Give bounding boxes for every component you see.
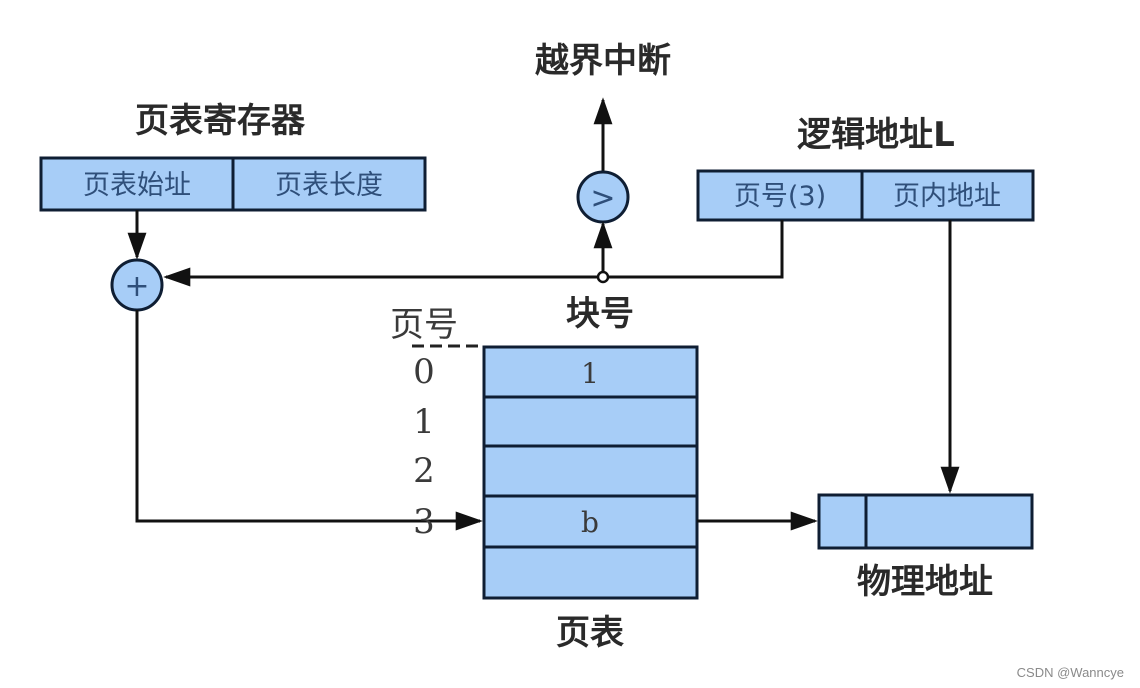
page-index-1: 1 [413, 402, 435, 442]
add-operator: + [110, 258, 164, 312]
block-number-label: 块号 [566, 294, 634, 334]
greater-than-icon: > [590, 181, 615, 216]
page-table-entry-0: 1 [581, 357, 599, 390]
logical-address-label: 逻辑地址L [797, 115, 955, 155]
page-number-field: 页号(3) [734, 181, 826, 212]
page-number-column-label: 页号 [390, 305, 458, 345]
logical-address-box: 页号(3) 页内地址 [696, 169, 1035, 222]
watermark: CSDN @Wanncye [1017, 665, 1124, 680]
plus-icon: + [124, 269, 149, 304]
junction-dot [596, 270, 610, 284]
physical-address-box [817, 493, 1034, 550]
overflow-interrupt-label: 越界中断 [535, 41, 671, 81]
page-table-base-field: 页表始址 [83, 170, 191, 201]
page-table-length-field: 页表长度 [275, 170, 383, 201]
page-table-register-box: 页表始址 页表长度 [39, 156, 427, 212]
physical-address-label: 物理地址 [857, 562, 993, 602]
page-index-2: 2 [413, 451, 435, 491]
page-table-entry-3: b [581, 506, 599, 539]
page-table: 1 b [482, 345, 699, 600]
adder-to-page-table-arrow [135, 310, 483, 531]
page-table-register-label: 页表寄存器 [135, 101, 306, 141]
page-index-3: 3 [413, 502, 435, 542]
page-offset-field: 页内地址 [893, 181, 1001, 212]
page-table-label: 页表 [556, 613, 624, 653]
compare-operator: > [576, 170, 630, 224]
page-number-line [163, 220, 784, 287]
page-index-0: 0 [413, 352, 435, 392]
